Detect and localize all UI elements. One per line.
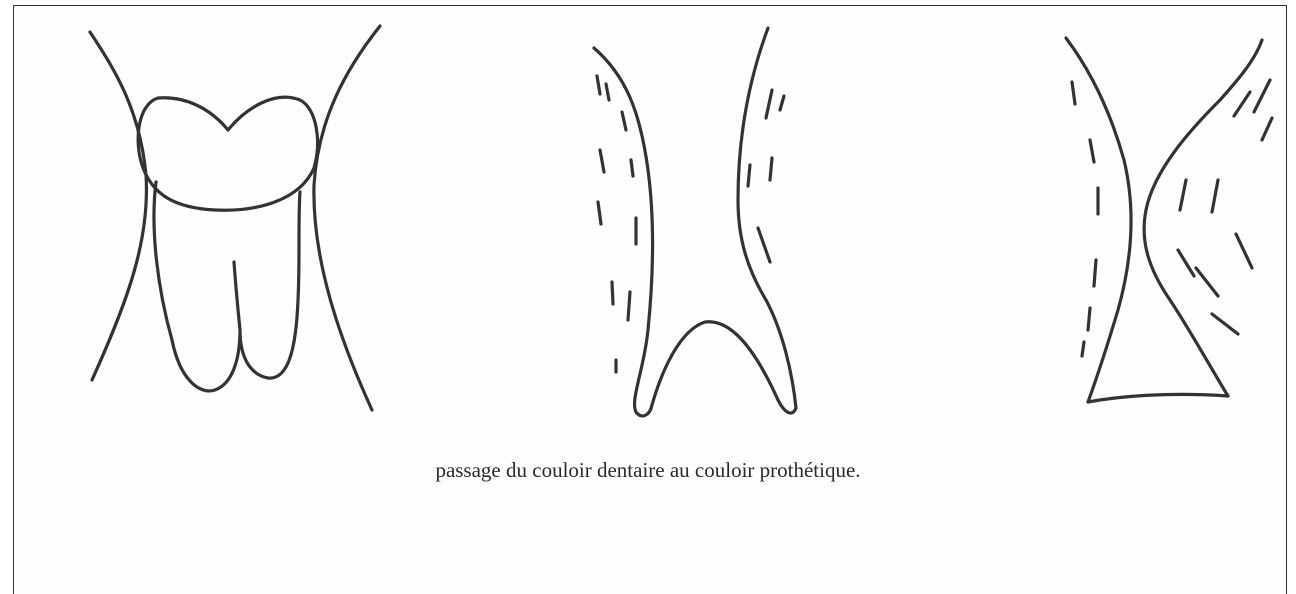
tissue-dash <box>766 90 772 118</box>
panel-ridge <box>594 28 796 416</box>
tissue-dash <box>1262 118 1272 140</box>
prosthesis-right-wall <box>1144 40 1262 396</box>
tissue-dash <box>1236 234 1252 268</box>
molar-crown <box>138 97 317 210</box>
molar-root-furcation <box>234 262 240 330</box>
prosthesis-left-wall <box>1066 38 1131 402</box>
right-corridor-wall <box>314 26 380 410</box>
tissue-dash <box>1094 260 1096 286</box>
tissue-dash <box>597 76 600 94</box>
tissue-dash <box>758 228 770 262</box>
ridge-inner-arch <box>652 322 796 413</box>
tissue-dash <box>1178 250 1194 276</box>
panel-molar <box>90 26 380 410</box>
ridge-left-wall <box>594 48 653 416</box>
tissue-dash <box>1254 80 1270 112</box>
figure-caption: passage du couloir dentaire au couloir p… <box>0 458 1296 483</box>
tissue-dash <box>628 292 630 320</box>
tissue-dash <box>780 96 784 110</box>
tissue-dash <box>1196 268 1218 296</box>
left-corridor-wall <box>90 32 146 380</box>
prosthesis-base <box>1088 394 1228 402</box>
molar-root-outline <box>154 182 300 391</box>
tissue-dash <box>1234 92 1250 116</box>
tissue-dash <box>598 202 601 224</box>
tissue-dash <box>770 158 772 180</box>
tissue-dash <box>1088 308 1090 330</box>
ridge-right-wall <box>738 28 796 408</box>
tissue-dash <box>1180 180 1186 210</box>
tissue-dash <box>1090 140 1094 162</box>
tissue-dash <box>1212 314 1238 334</box>
tissue-dash <box>622 112 626 130</box>
tissue-dash <box>748 165 750 186</box>
tissue-dash <box>600 150 604 172</box>
tissue-dash <box>612 282 613 304</box>
tissue-dash <box>606 84 609 100</box>
tissue-dash <box>631 160 633 176</box>
tissue-dash <box>1072 82 1075 104</box>
panel-prosthetic <box>1066 38 1272 402</box>
tissue-dash <box>1212 180 1218 212</box>
tissue-dash <box>1082 342 1084 356</box>
